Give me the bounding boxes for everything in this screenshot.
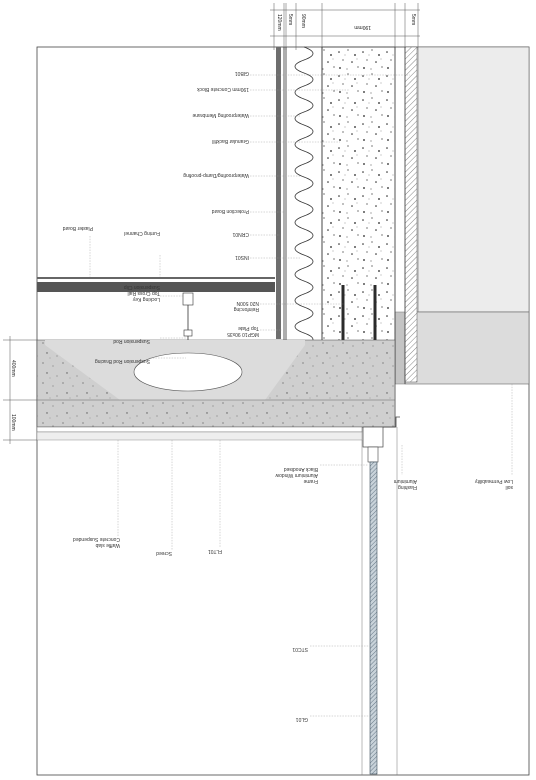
label-waffle-1: Concrete Suspended: [73, 536, 120, 542]
label-n20-500n: N20 500N: [236, 300, 259, 306]
dim-120mm: 120mm: [276, 14, 282, 31]
plaster-ceiling-board: [37, 282, 275, 292]
label-waffle-2: Waffle slab: [95, 542, 120, 548]
glazing-panel: [369, 461, 378, 775]
dim-90mm: 90mm: [300, 14, 306, 28]
ceiling-line: [37, 277, 275, 279]
label-concrete-block: 190mm Concrete Block: [197, 86, 249, 92]
dim-5mm-b: 5mm: [410, 14, 416, 25]
label-crn01: CRN01: [232, 231, 249, 237]
label-gl01: GL01: [296, 716, 308, 722]
label-soil-2: soil: [505, 484, 513, 490]
label-furring-channel-1: Furring Channel: [124, 230, 160, 236]
label-top-cross-rail: Top Cross Rail: [127, 290, 160, 296]
label-waterproofing-membrane: Waterproofing Membrane: [192, 112, 249, 118]
label-plaster-board: Plaster Board: [62, 225, 93, 231]
label-ins01: INS01: [235, 254, 249, 260]
label-suspension-rod-bracing: Suspension Rod Bracing: [95, 358, 150, 364]
waffle-void: [133, 352, 243, 392]
insulation-batts: [283, 46, 323, 347]
label-waterproofing-damp: Waterproofing/Damp-proofing: [183, 172, 249, 178]
protection-board-hatch: [404, 46, 418, 383]
label-protection-board: Protection Board: [212, 208, 249, 214]
label-window-frame-3: Frame: [303, 478, 318, 484]
annotation-labels: GIB01 190mm Concrete Block Waterproofing…: [62, 70, 513, 722]
label-suspension-clip: Suspension Clip: [124, 284, 160, 290]
label-flashing-1: Aluminium: [394, 478, 417, 484]
flt01-layer: [36, 431, 363, 441]
low-permeability-soil: [394, 311, 406, 385]
label-window-frame-1: Black Anodised: [284, 466, 318, 472]
screed-layer: [36, 426, 363, 433]
adjacent-building-lower: [404, 311, 530, 385]
adjacent-building-upper: [417, 46, 530, 313]
dim-400mm: 400mm: [10, 360, 16, 377]
leader-lines: [89, 74, 513, 717]
label-reinforcing: Reinforcing: [233, 306, 259, 312]
dim-100mm: 100mm: [10, 414, 16, 431]
dim-190mm: 190mm: [354, 24, 371, 30]
plasterboard-lining: [276, 47, 281, 339]
label-window-frame-2: Aluminium Window: [275, 472, 318, 478]
label-mgp10: MGP10 90x35: [227, 331, 259, 337]
window-frame: [362, 416, 400, 775]
label-top-plate: Top Plate: [238, 325, 259, 331]
left-dimension-strip: 400mm 100mm: [3, 336, 37, 444]
label-gib01: GIB01: [235, 70, 249, 76]
top-dimension-strip: 120mm 5mm 90mm 190mm 5mm: [270, 3, 420, 50]
waffle-slab: [36, 339, 396, 428]
dim-5mm-a: 5mm: [287, 14, 293, 25]
label-granular-backfill: Granular Backfill: [212, 138, 249, 144]
label-locking-key: Locking Key: [132, 296, 160, 302]
label-screed: Screed: [156, 550, 172, 556]
label-soil-1: Low Permeability: [474, 478, 513, 484]
label-stc01: STC01: [292, 646, 308, 652]
label-suspension-rod: Suspension Rod: [113, 338, 150, 344]
label-flashing-2: Flashing: [398, 484, 417, 490]
label-flt01: FLT01: [208, 548, 222, 554]
